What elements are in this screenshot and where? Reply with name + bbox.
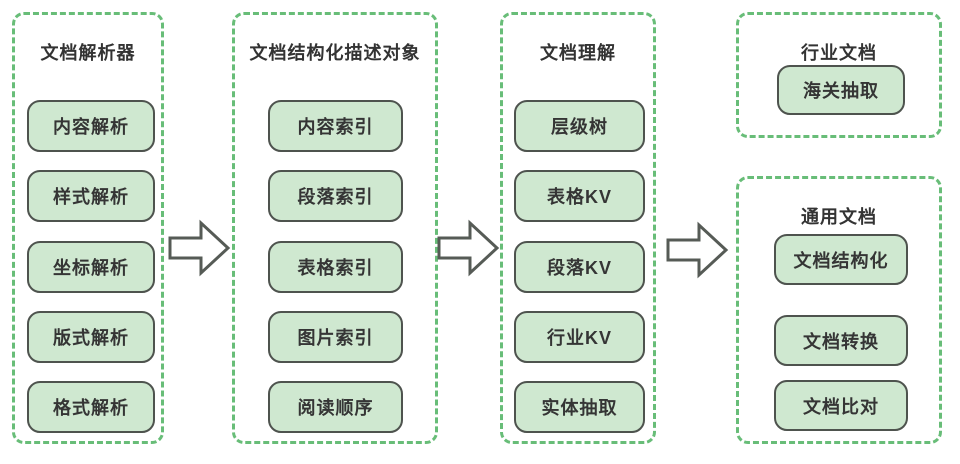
table-kv-box: 表格KV [514, 170, 645, 222]
doc-comparison-box: 文档比对 [774, 380, 908, 431]
image-index-box: 图片索引 [268, 311, 403, 363]
paragraph-kv-box: 段落KV [514, 241, 645, 293]
content-index-box: 内容索引 [268, 100, 403, 152]
panel-general-docs: 通用文档 文档结构化 文档转换 文档比对 [736, 176, 942, 444]
entity-extraction-box: 实体抽取 [514, 381, 645, 433]
style-parsing-box: 样式解析 [27, 170, 155, 222]
format-parsing-box: 格式解析 [27, 381, 155, 433]
hierarchy-tree-box: 层级树 [514, 100, 645, 152]
panel-industry-docs: 行业文档 海关抽取 [736, 12, 942, 138]
customs-extraction-box: 海关抽取 [777, 65, 905, 115]
reading-order-box: 阅读顺序 [268, 381, 403, 433]
panel-general-docs-title: 通用文档 [801, 206, 877, 227]
right-arrow-icon [666, 221, 729, 279]
panel-structured-description-title: 文档结构化描述对象 [249, 42, 421, 63]
table-index-box: 表格索引 [268, 241, 403, 293]
panel-structured-description: 文档结构化描述对象 内容索引 段落索引 表格索引 图片索引 阅读顺序 [232, 12, 438, 444]
panel-doc-understanding: 文档理解 层级树 表格KV 段落KV 行业KV 实体抽取 [500, 12, 656, 444]
content-parsing-box: 内容解析 [27, 100, 155, 152]
doc-structuring-box: 文档结构化 [774, 234, 908, 285]
panel-industry-docs-title: 行业文档 [801, 42, 877, 63]
doc-conversion-box: 文档转换 [774, 315, 908, 366]
coordinate-parsing-box: 坐标解析 [27, 241, 155, 293]
layout-parsing-box: 版式解析 [27, 311, 155, 363]
right-arrow-icon [168, 219, 231, 277]
panel-doc-understanding-title: 文档理解 [540, 42, 616, 63]
industry-kv-box: 行业KV [514, 311, 645, 363]
panel-doc-parser: 文档解析器 内容解析 样式解析 坐标解析 版式解析 格式解析 [12, 12, 164, 444]
panel-doc-parser-title: 文档解析器 [40, 42, 136, 63]
right-arrow-icon [437, 219, 500, 277]
paragraph-index-box: 段落索引 [268, 170, 403, 222]
